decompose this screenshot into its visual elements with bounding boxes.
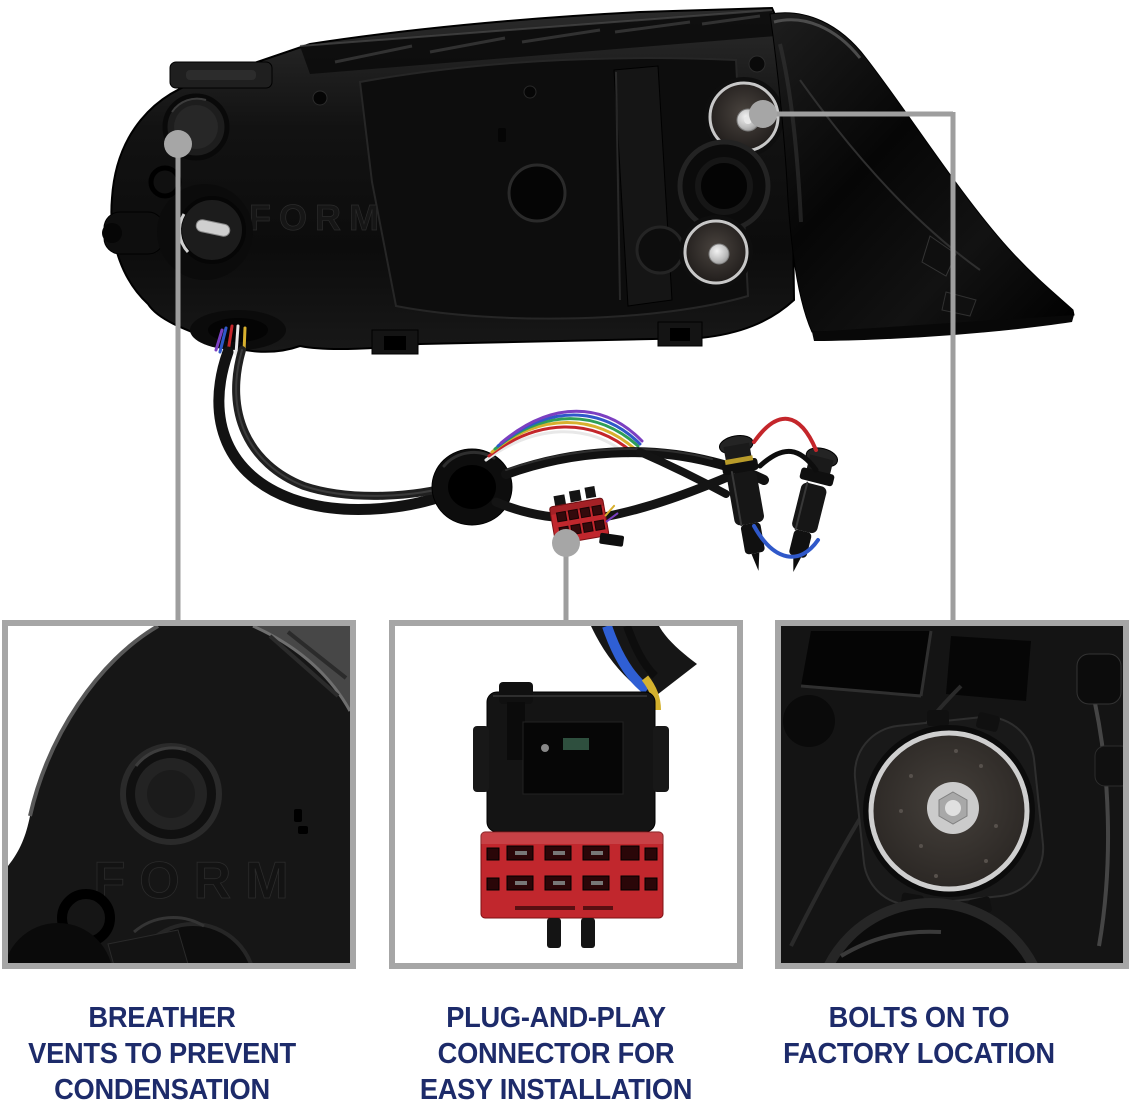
callouts: [164, 100, 956, 620]
inset-bolts: [775, 620, 1129, 969]
caption-line: BOLTS ON TO: [828, 1002, 1010, 1034]
mounting-tabs: [371, 321, 703, 355]
inset-connector: [389, 620, 743, 969]
inset-connector-body: [473, 682, 669, 833]
housing-group: FORM: [102, 6, 796, 355]
grommet: [431, 448, 513, 526]
callout-dot-connector: [552, 529, 580, 557]
caption-line: PLUG-AND-PLAY: [446, 1002, 666, 1034]
callout-dot-breather: [164, 130, 192, 158]
caption-line: VENTS TO PREVENT: [28, 1038, 296, 1070]
inset-form-embossed-text: FORM: [93, 852, 302, 910]
inset-breather-vent: [120, 743, 222, 845]
inset-bolt-mount: [853, 710, 1045, 916]
bolt-disc-bottom: [679, 215, 753, 289]
caption-line: BREATHER: [88, 1002, 236, 1034]
inset-bolts-photo: [781, 626, 1123, 963]
disc-speckles: [899, 749, 998, 878]
caption-line: EASY INSTALLATION: [419, 1074, 693, 1106]
bulb-socket-connectors: [718, 416, 839, 572]
inset-connector-red-base: [480, 831, 664, 919]
colored-wire-arch: [484, 409, 644, 462]
form-embossed-text: FORM: [249, 197, 387, 238]
caption-bolts: BOLTS ON TO FACTORY LOCATION: [749, 1000, 1089, 1072]
inset-breather: FORM: [2, 620, 356, 969]
caption-line: CONNECTOR FOR: [437, 1038, 675, 1070]
bulb-socket: [102, 165, 253, 280]
callout-dot-bolts: [749, 100, 777, 128]
lens-group: [769, 12, 1075, 341]
tail-light-photo: FORM: [102, 6, 1075, 620]
bolt-disc-top: [704, 77, 784, 157]
caption-connector: PLUG-AND-PLAY CONNECTOR FOR EASY INSTALL…: [386, 1000, 726, 1108]
top-ribs: [334, 14, 761, 64]
grommet-donut: [677, 139, 771, 233]
harness-group: [213, 324, 839, 572]
caption-line: FACTORY LOCATION: [783, 1038, 1055, 1070]
inset-breather-photo: FORM: [8, 626, 350, 963]
caption-line: CONDENSATION: [54, 1074, 270, 1106]
socket-exit-wires: [214, 324, 247, 356]
caption-breather: BREATHER VENTS TO PREVENT CONDENSATION: [0, 1000, 324, 1108]
inset-connector-photo: [395, 626, 737, 963]
